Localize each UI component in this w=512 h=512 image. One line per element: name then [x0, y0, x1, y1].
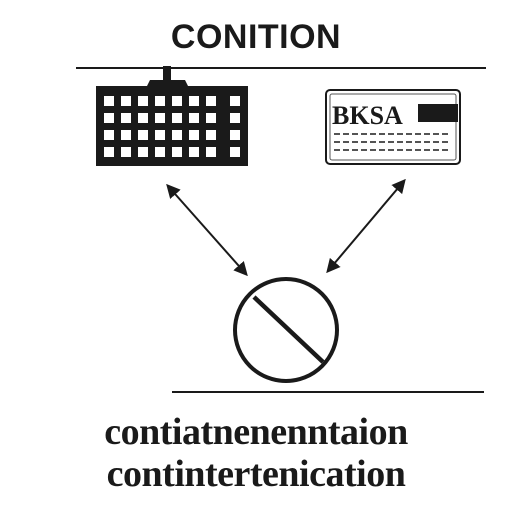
building-window: [138, 113, 148, 123]
building-window: [155, 113, 165, 123]
building-window: [206, 147, 216, 157]
building-window: [172, 96, 182, 106]
building-window: [138, 147, 148, 157]
building-window: [189, 96, 199, 106]
building-window: [104, 96, 114, 106]
building-window: [230, 130, 240, 140]
card-text: BKSA: [332, 101, 403, 130]
building-window: [121, 147, 131, 157]
right-arrow: [326, 178, 406, 274]
building-window: [189, 130, 199, 140]
building-window: [121, 96, 131, 106]
building-window: [138, 130, 148, 140]
id-card-icon: BKSA: [325, 89, 461, 165]
building-window: [206, 130, 216, 140]
building-window: [189, 113, 199, 123]
caption-line-2: contintertenication: [106, 453, 406, 495]
office-building-icon: [96, 66, 248, 166]
building-window: [172, 147, 182, 157]
building-window: [230, 147, 240, 157]
building-window: [104, 113, 114, 123]
page-title: CONITION: [170, 18, 342, 56]
building-window: [189, 147, 199, 157]
prohibited-sign-icon: [233, 277, 339, 383]
building-window: [230, 96, 240, 106]
building-window: [155, 96, 165, 106]
building-window: [121, 130, 131, 140]
building-window: [206, 96, 216, 106]
building-window: [138, 96, 148, 106]
building-window: [104, 147, 114, 157]
building-window: [155, 130, 165, 140]
building-window: [121, 113, 131, 123]
building-window: [172, 113, 182, 123]
building-window: [172, 130, 182, 140]
building-window: [230, 113, 240, 123]
building-window: [206, 113, 216, 123]
caption-line-1: contiatnenenntaion: [104, 411, 408, 453]
left-arrow: [166, 183, 248, 277]
building-window: [155, 147, 165, 157]
building-window: [104, 130, 114, 140]
